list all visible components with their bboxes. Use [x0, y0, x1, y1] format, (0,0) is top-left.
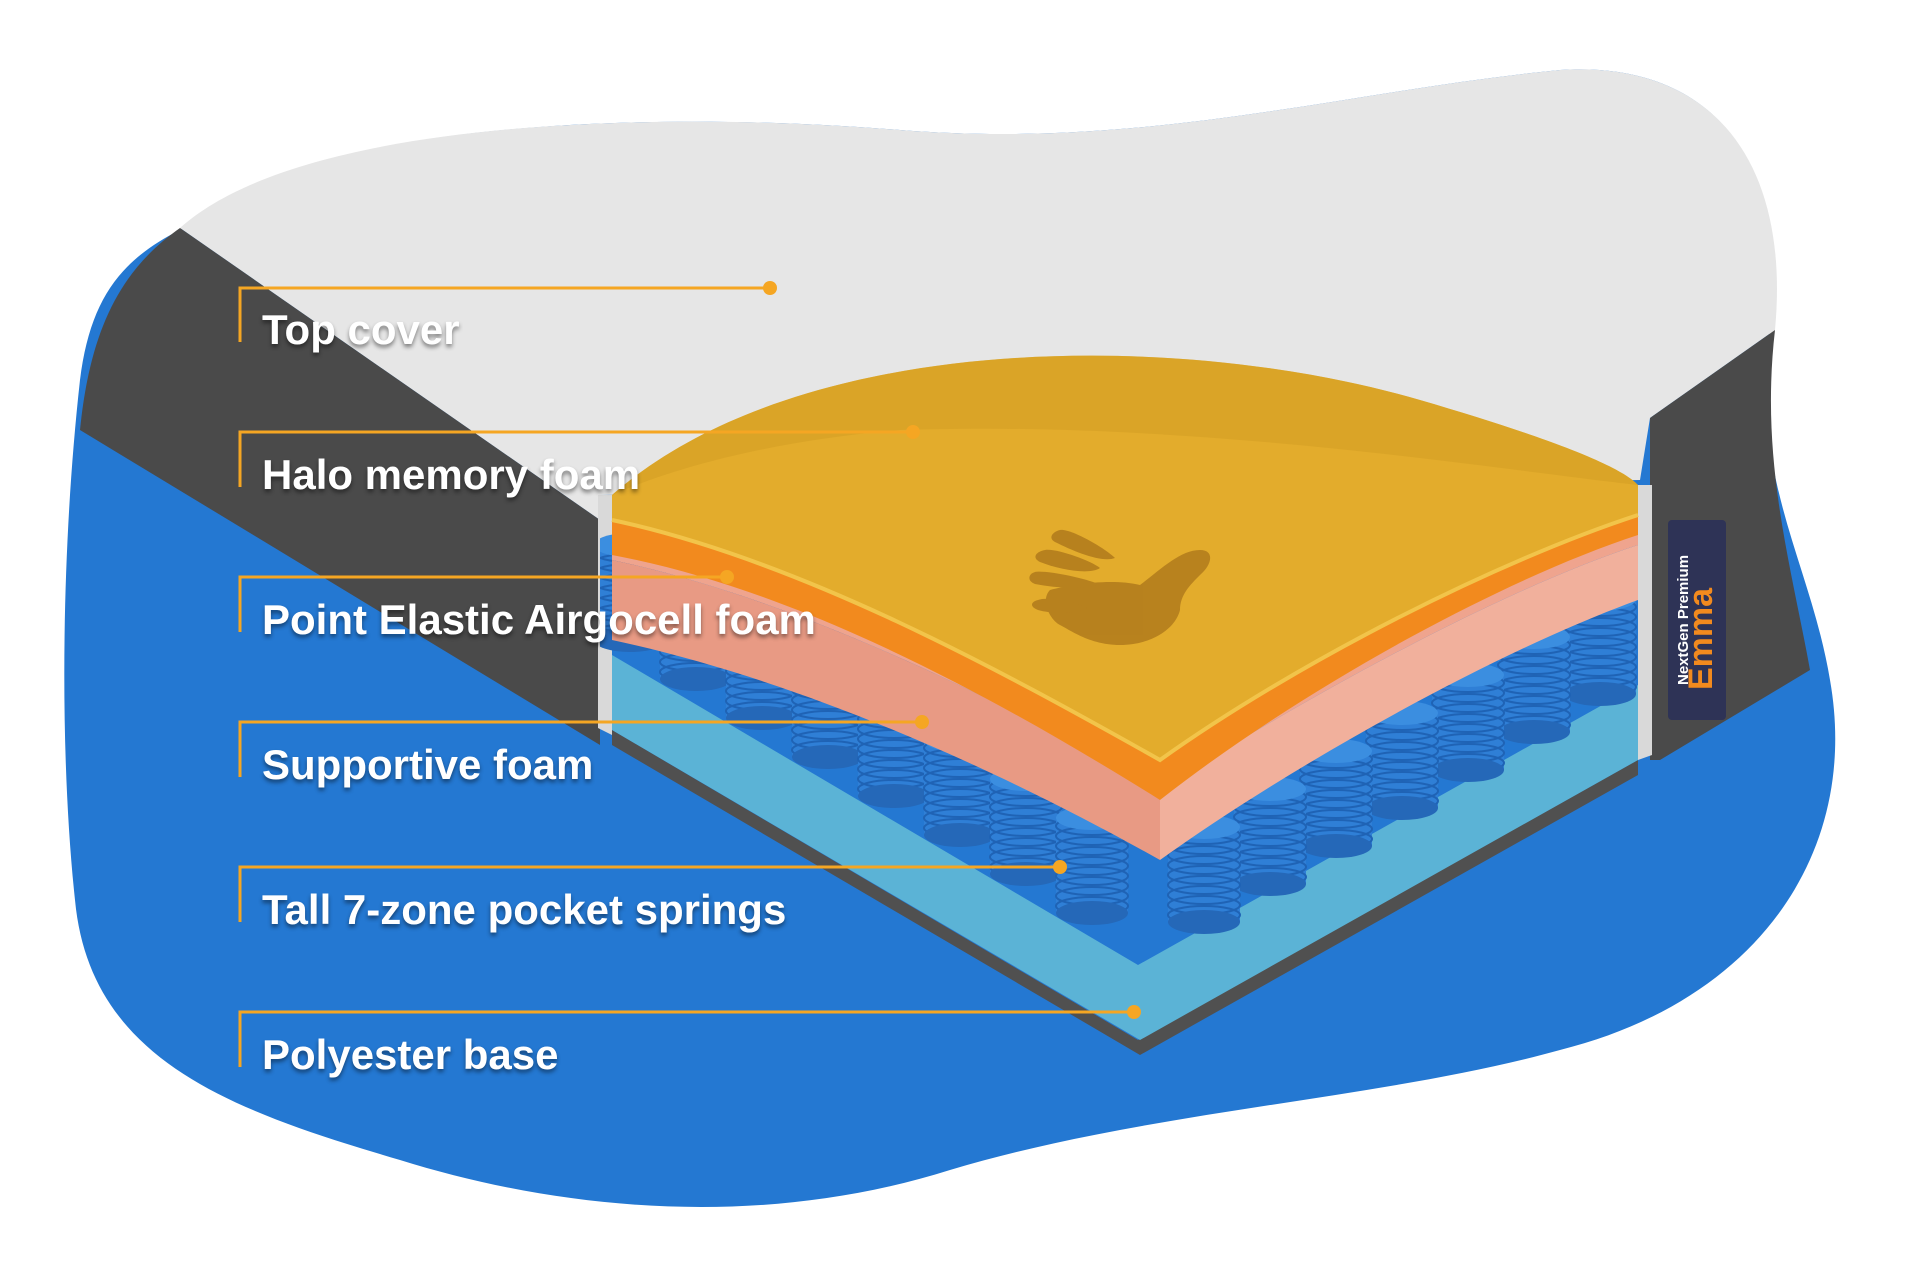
layer-label-supportive-foam: Supportive foam — [262, 741, 594, 788]
callout-dot-polyester-base — [1127, 1005, 1141, 1019]
callout-line-airgocell — [238, 575, 727, 632]
callout-dot-halo-memory-foam — [906, 425, 920, 439]
layer-label-top-cover: Top cover — [262, 306, 460, 353]
callout-line-top-cover — [238, 286, 770, 342]
callout-dot-supportive-foam — [915, 715, 929, 729]
callout-line-supportive-foam — [238, 720, 922, 777]
callout-line-polyester-base — [238, 1010, 1134, 1067]
layer-label-airgocell-foam: Point Elastic Airgocell foam — [262, 596, 816, 643]
brand-model-text: NextGen Premium — [1675, 555, 1692, 685]
halo-memory-foam-layer — [612, 355, 1638, 760]
brand-label-panel — [1668, 520, 1726, 720]
callout-lines — [238, 281, 1141, 1067]
callout-dot-airgocell — [720, 570, 734, 584]
layer-label-halo-memory-foam: Halo memory foam — [262, 451, 641, 498]
halo-memory-foam-top-shade — [612, 355, 1638, 495]
callout-dot-top-cover — [763, 281, 777, 295]
brand-logo-text: Emma — [1682, 587, 1720, 690]
callout-dot-pocket-springs — [1053, 860, 1067, 874]
callout-line-halo-memory-foam — [238, 430, 913, 487]
layer-label-polyester-base: Polyester base — [262, 1031, 559, 1078]
spring-coil — [1431, 663, 1505, 782]
supportive-foam-side-right — [1160, 545, 1638, 860]
hand-print-icon — [1029, 529, 1211, 645]
supportive-foam-side — [612, 560, 1160, 860]
mattress-side-left — [80, 228, 600, 745]
layer-label-pocket-springs: Tall 7-zone pocket springs — [262, 886, 787, 933]
polyester-base-layer — [612, 655, 1638, 1040]
brand-label: Emma NextGen Premium — [1668, 520, 1726, 720]
cut-edge-right — [1638, 485, 1652, 760]
halo-edge-highlight — [611, 513, 1639, 763]
spring-coil — [1365, 701, 1439, 820]
callout-line-pocket-springs — [238, 865, 1060, 922]
